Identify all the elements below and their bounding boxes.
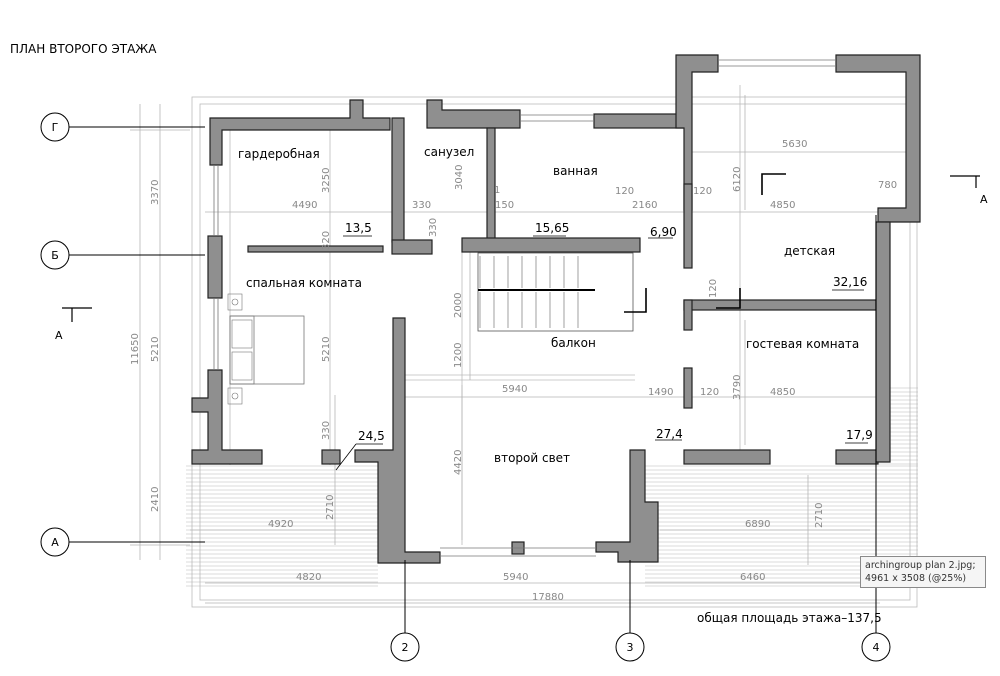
dim-5210-a: 5210 [150, 337, 161, 362]
image-info-tooltip: archingroup plan 2.jpg; 4961 x 3508 (@25… [860, 556, 986, 588]
axis-label-a: А [51, 536, 59, 549]
dimension-values: 5630 6120 780 4490 330 150 2160 4850 120… [130, 139, 897, 603]
dim-4490: 4490 [292, 200, 317, 211]
area-terrace-right: 27,4 [656, 427, 683, 441]
dim-17880: 17880 [532, 592, 564, 603]
bed [227, 293, 305, 405]
dim-6890: 6890 [745, 519, 770, 530]
room-label-bathroom: ванная [553, 164, 598, 178]
area-guest: 17,9 [846, 428, 873, 442]
dim-150: 150 [495, 200, 514, 211]
dim-2710-b: 2710 [814, 503, 825, 528]
dim-1200: 1200 [453, 343, 464, 368]
dim-5940-a: 5940 [502, 384, 527, 395]
room-label-kids: детская [784, 244, 835, 258]
dim-6120: 6120 [732, 167, 743, 192]
room-label-wardrobe: гардеробная [238, 147, 320, 161]
dim-120-c: 120 [708, 279, 719, 298]
dim-4820: 4820 [296, 572, 321, 583]
dim-4850-a: 4850 [770, 200, 795, 211]
dim-3790: 3790 [732, 375, 743, 400]
section-mark-right-label: А [980, 193, 988, 206]
axis-label-b: Б [51, 249, 59, 262]
construction-lines [191, 85, 918, 608]
total-floor-area: общая площадь этажа–137,5 [697, 611, 882, 625]
axis-label-g: Г [52, 121, 59, 134]
section-mark-left-label: А [55, 329, 63, 342]
section-marks: А А [55, 173, 988, 342]
room-label-wc: санузел [424, 145, 474, 159]
area-leaders [335, 235, 868, 471]
area-values: 13,5 15,65 6,90 32,16 24,5 27,4 17,9 [345, 221, 873, 443]
room-label-guest: гостевая комната [746, 337, 859, 351]
dim-1490: 1490 [648, 387, 673, 398]
dim-330-a: 330 [412, 200, 431, 211]
dim-330-c: 330 [321, 421, 332, 440]
dim-2000: 2000 [453, 293, 464, 318]
area-hall: 15,65 [535, 221, 569, 235]
room-labels: гардеробная санузел ванная спальная комн… [238, 145, 859, 465]
dim-11650: 11650 [130, 333, 141, 365]
axis-label-3: 3 [627, 641, 634, 654]
dim-5630: 5630 [782, 139, 807, 150]
dim-4920: 4920 [268, 519, 293, 530]
walls [191, 54, 921, 564]
room-label-bedroom: спальная комната [246, 276, 362, 290]
dim-4420: 4420 [453, 450, 464, 475]
dim-320: 320 [321, 231, 332, 250]
dim-1: 1 [494, 185, 500, 196]
dim-120-b: 120 [693, 186, 712, 197]
dim-3250: 3250 [321, 168, 332, 193]
tooltip-dimensions: 4961 x 3508 (@25%) [865, 573, 967, 584]
dim-2160: 2160 [632, 200, 657, 211]
dim-3370: 3370 [150, 180, 161, 205]
dim-120-d: 120 [700, 387, 719, 398]
grid-axes: Г Б А 2 3 4 [40, 112, 891, 662]
dim-2410: 2410 [150, 487, 161, 512]
room-label-void: второй свет [494, 451, 570, 465]
area-kids: 32,16 [833, 275, 867, 289]
dim-4850-b: 4850 [770, 387, 795, 398]
plan-title: ПЛАН ВТОРОГО ЭТАЖА [10, 42, 157, 56]
dim-780: 780 [878, 180, 897, 191]
dim-5940-b: 5940 [503, 572, 528, 583]
staircase [477, 252, 634, 332]
area-terrace-left: 24,5 [358, 429, 385, 443]
tooltip-filename: archingroup plan 2.jpg; [865, 560, 976, 571]
axis-label-2: 2 [402, 641, 409, 654]
terrace-left-decking [186, 465, 378, 587]
axis-label-4: 4 [873, 641, 880, 654]
dim-3040: 3040 [454, 165, 465, 190]
area-wardrobe: 13,5 [345, 221, 372, 235]
dim-2710-a: 2710 [325, 495, 336, 520]
area-bathroom: 6,90 [650, 225, 677, 239]
dim-330-b: 330 [428, 218, 439, 237]
dim-120-a: 120 [615, 186, 634, 197]
windows [213, 59, 836, 557]
dim-6460: 6460 [740, 572, 765, 583]
dim-5210-b: 5210 [321, 337, 332, 362]
room-label-balcony: балкон [551, 336, 596, 350]
